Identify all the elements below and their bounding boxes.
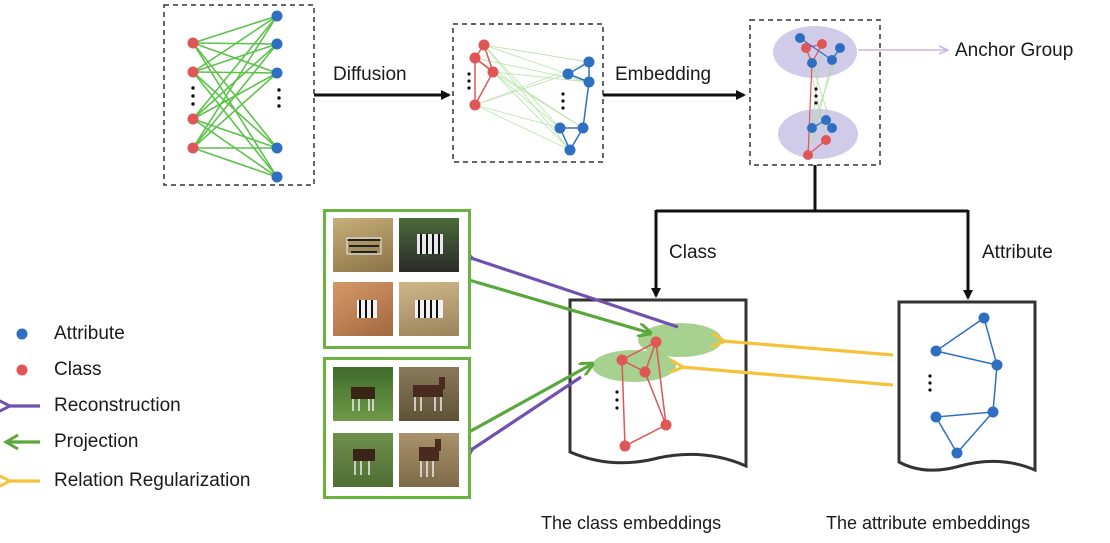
attribute-node — [271, 10, 283, 22]
bipartite-edge — [192, 15, 278, 73]
bipartite-edge — [192, 15, 278, 149]
bipartite-edge — [192, 118, 278, 149]
okapi-photo-2 — [399, 367, 459, 421]
bipartite-edge — [192, 15, 278, 120]
legend-item-attribute: Attribute — [54, 323, 125, 344]
class-group-top — [638, 323, 722, 357]
bipartite-edge — [192, 15, 278, 44]
split-connector — [651, 165, 973, 300]
legend-item-projection: Projection — [54, 431, 139, 452]
zebra-photo-2 — [399, 218, 459, 272]
legend-glyphs — [6, 328, 40, 482]
class-node — [187, 113, 199, 125]
class-node — [187, 142, 199, 154]
attribute-embeddings-panel — [897, 300, 1037, 473]
okapi-photo-3 — [333, 433, 393, 487]
class-branch-label: Class — [669, 242, 717, 263]
diffusion-label: Diffusion — [333, 64, 407, 85]
diffused-ellipsis — [467, 72, 565, 110]
bipartite-edge — [192, 71, 278, 74]
class-node — [187, 37, 199, 49]
class-embeddings-panel — [568, 298, 748, 469]
anchor-group-top — [773, 26, 857, 78]
bipartite-edges — [192, 15, 278, 178]
legend-item-reconstruction: Reconstruction — [54, 395, 181, 416]
ellipsis-dot — [277, 104, 281, 108]
legend-item-class: Class — [54, 359, 102, 380]
bipartite-edge — [192, 147, 278, 178]
attribute-branch-label: Attribute — [982, 242, 1053, 263]
bipartite-edge — [192, 43, 278, 149]
class-embeddings-caption: The class embeddings — [541, 513, 722, 533]
attribute-embeddings-caption: The attribute embeddings — [826, 513, 1031, 533]
attribute-node — [271, 171, 283, 183]
ellipsis-dot — [191, 102, 195, 106]
diffused-graph-box — [452, 23, 604, 163]
zebra-images — [323, 209, 471, 349]
attribute-node — [271, 142, 283, 154]
legend-item-regularization: Relation Regularization — [54, 470, 251, 491]
embedded-graph-box — [749, 19, 881, 166]
anchor-group-bottom — [778, 109, 858, 159]
bipartite-graph-box — [163, 4, 315, 186]
ellipsis-dot — [277, 88, 281, 92]
attribute-node — [271, 38, 283, 50]
zebra-photo-1 — [333, 218, 393, 272]
embedding-label: Embedding — [615, 64, 712, 85]
bipartite-edge — [192, 71, 278, 178]
bipartite-edge — [192, 72, 278, 149]
diffused-nodes — [469, 39, 595, 156]
zebra-photo-4 — [399, 282, 459, 336]
class-node — [187, 66, 199, 78]
ellipsis-dot — [277, 96, 281, 100]
projection-arrows — [468, 278, 650, 434]
diffused-faint-edges — [474, 44, 590, 151]
ellipsis-dot — [191, 86, 195, 90]
anchor-group-label: Anchor Group — [955, 40, 1074, 61]
bipartite-nodes — [187, 10, 283, 183]
zebra-photo-3 — [333, 282, 393, 336]
reconstruction-arrows — [471, 258, 679, 450]
okapi-photo-1 — [333, 367, 393, 421]
okapi-images — [323, 357, 471, 499]
regularization-arrows — [681, 341, 894, 387]
bipartite-edge — [192, 43, 278, 73]
attribute-node — [271, 67, 283, 79]
okapi-photo-4 — [399, 433, 459, 487]
ellipsis-dot — [191, 94, 195, 98]
